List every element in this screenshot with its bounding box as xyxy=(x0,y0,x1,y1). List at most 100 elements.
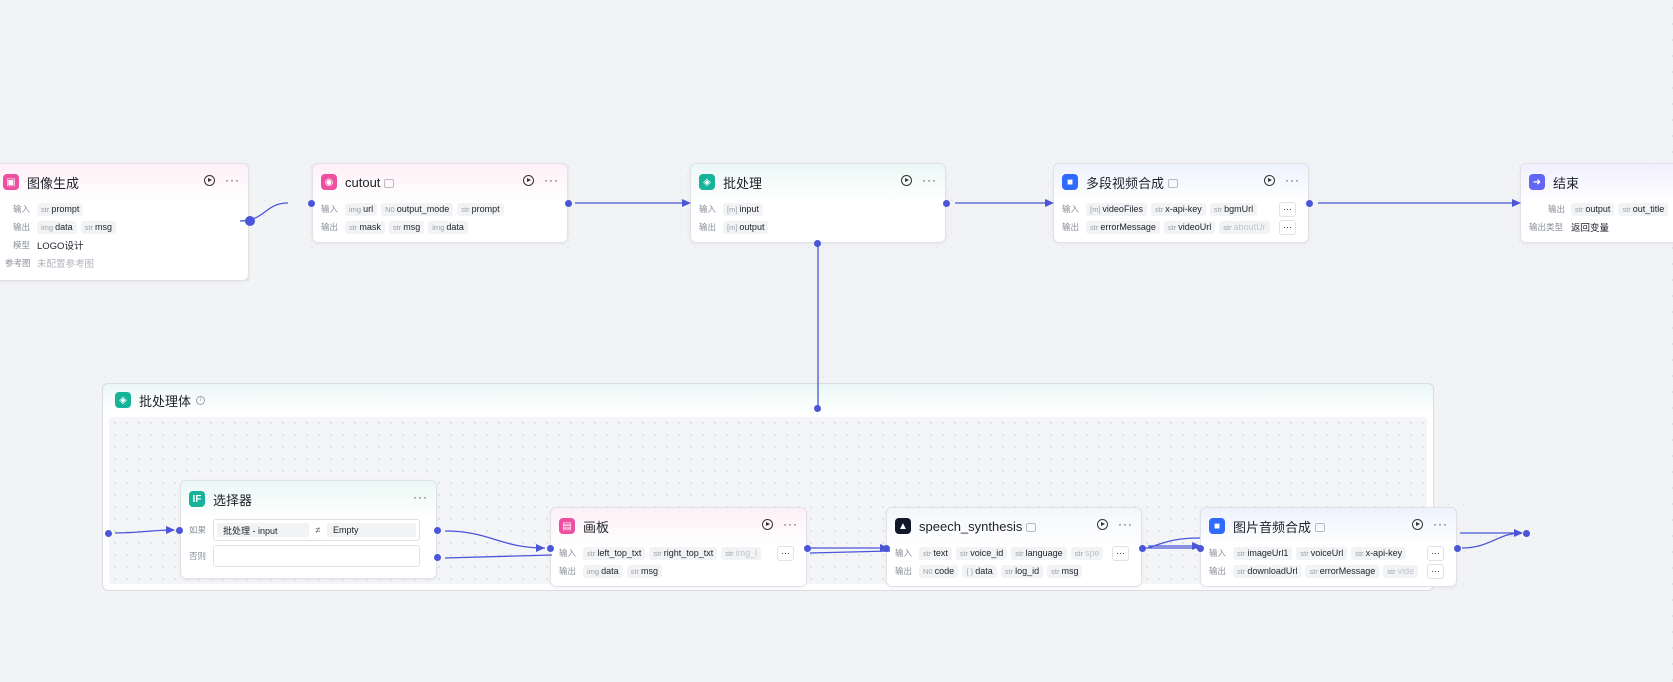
node-title: speech_synthesis xyxy=(919,518,1023,534)
port-out[interactable] xyxy=(1306,200,1313,207)
port-out[interactable] xyxy=(245,216,255,226)
port-in[interactable] xyxy=(105,530,112,537)
more-icon[interactable]: ··· xyxy=(1285,173,1300,187)
run-icon[interactable] xyxy=(523,174,534,186)
node-title: 图片音频合成 xyxy=(1233,519,1312,535)
more-params-button[interactable]: ··· xyxy=(1427,563,1444,579)
if-icon: IF xyxy=(189,491,205,507)
node-header: ◉ cutout ··· xyxy=(313,164,567,200)
run-icon[interactable] xyxy=(204,174,215,186)
more-icon[interactable]: ··· xyxy=(413,490,428,504)
port-out[interactable] xyxy=(1139,545,1146,552)
port-in-group[interactable] xyxy=(814,405,821,412)
port-in[interactable] xyxy=(308,200,315,207)
model-row: 模型 LOGO设计 xyxy=(13,240,84,252)
plugin-icon xyxy=(1168,178,1179,188)
node-title: cutout xyxy=(345,174,381,190)
more-icon[interactable]: ··· xyxy=(1433,517,1448,531)
more-params-button[interactable]: ··· xyxy=(777,545,794,561)
port-out[interactable] xyxy=(943,200,950,207)
condition-operator[interactable]: ≠ xyxy=(315,525,321,535)
port-in[interactable] xyxy=(883,545,890,552)
node-title: 批处理 xyxy=(723,175,763,191)
node-selector[interactable]: IF 选择器 ··· 如果 批处理 - input ≠ Empty 否则 xyxy=(180,480,437,579)
ref-row: 参考图 未配置参考图 xyxy=(5,258,95,270)
video-icon: ■ xyxy=(1062,174,1078,190)
else-row: 否则 xyxy=(181,543,436,569)
port-out[interactable] xyxy=(1523,530,1530,537)
node-header: ■ 多段视频合成 ··· xyxy=(1054,164,1308,200)
node-header: ▤ 画板 ··· xyxy=(551,508,806,544)
run-icon[interactable] xyxy=(901,174,912,186)
run-icon[interactable] xyxy=(1097,518,1108,530)
more-icon[interactable]: ··· xyxy=(1118,517,1133,531)
else-box[interactable] xyxy=(213,545,420,567)
more-icon[interactable]: ··· xyxy=(922,173,937,187)
node-header: ◈ 批处理 ··· xyxy=(691,164,945,200)
more-params-button[interactable]: ··· xyxy=(1279,219,1296,235)
port-in[interactable] xyxy=(547,545,554,552)
node-header: ▲ speech_synthesis ··· xyxy=(887,508,1141,544)
more-icon[interactable]: ··· xyxy=(225,173,240,187)
more-icon[interactable]: ··· xyxy=(544,173,559,187)
node-header: ▣ 图像生成 ··· xyxy=(0,164,248,200)
condition-left[interactable]: 批处理 - input xyxy=(217,523,309,537)
model-value: LOGO设计 xyxy=(37,241,84,252)
batch-icon: ◈ xyxy=(699,174,715,190)
input-row: 输入 [m]input xyxy=(691,200,945,218)
node-title: 画板 xyxy=(583,519,610,535)
port-in[interactable] xyxy=(1197,545,1204,552)
run-icon[interactable] xyxy=(1264,174,1275,186)
port-out[interactable] xyxy=(1454,545,1461,552)
plugin-icon xyxy=(1315,522,1326,532)
image-gen-icon: ▣ xyxy=(3,174,19,190)
port-in[interactable] xyxy=(176,527,183,534)
more-params-button[interactable]: ··· xyxy=(1427,545,1444,561)
ref-value: 未配置参考图 xyxy=(37,259,95,270)
info-icon[interactable]: i xyxy=(196,395,206,405)
more-params-button[interactable]: ··· xyxy=(1112,545,1129,561)
more-params-button[interactable]: ··· xyxy=(1279,201,1296,217)
port-out-body[interactable] xyxy=(814,240,821,247)
node-title: 结束 xyxy=(1553,175,1580,191)
return-row: 输出类型 返回变量 xyxy=(1529,222,1610,234)
more-icon[interactable]: ··· xyxy=(783,517,798,531)
node-header: ■ 图片音频合成 ··· xyxy=(1201,508,1456,544)
condition-editor[interactable]: 批处理 - input ≠ Empty xyxy=(213,519,420,541)
node-batch[interactable]: ◈ 批处理 ··· 输入 [m]input 输出 [m]output xyxy=(690,163,946,243)
plugin-icon xyxy=(1026,522,1037,532)
run-icon[interactable] xyxy=(762,518,773,530)
node-title: 多段视频合成 xyxy=(1086,175,1165,191)
port-out-if[interactable] xyxy=(434,527,441,534)
node-title: 图像生成 xyxy=(27,175,80,191)
batch-icon: ◈ xyxy=(115,392,131,408)
run-icon[interactable] xyxy=(1412,518,1423,530)
node-title: 选择器 xyxy=(213,492,253,508)
node-header: IF 选择器 ··· xyxy=(181,481,436,517)
node-header: ➜ 结束 xyxy=(1521,164,1673,200)
port-out[interactable] xyxy=(804,545,811,552)
video-icon: ■ xyxy=(1209,518,1225,534)
port-out[interactable] xyxy=(565,200,572,207)
port-out-else[interactable] xyxy=(434,554,441,561)
condition-right[interactable]: Empty xyxy=(327,523,416,537)
cutout-icon: ◉ xyxy=(321,174,337,190)
canvas-icon: ▤ xyxy=(559,518,575,534)
